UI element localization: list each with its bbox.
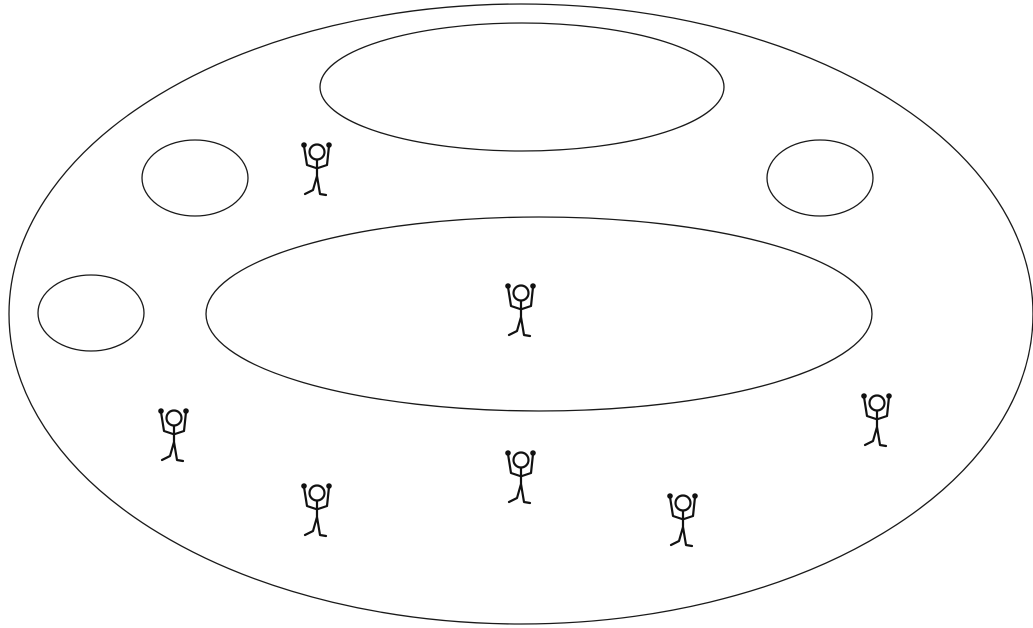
upper-right-small-ellipse [767, 140, 873, 216]
figures-layer [158, 142, 892, 546]
figure-head [310, 486, 325, 501]
figure-head [514, 286, 529, 301]
figure-left-hand [301, 142, 307, 148]
figure-right-hand [692, 493, 698, 499]
figure-right-hand [326, 142, 332, 148]
figure-head [514, 453, 529, 468]
figure-right-hand [530, 283, 536, 289]
stick-figure-bottom-right [667, 493, 698, 546]
figure-left-hand [301, 483, 307, 489]
stick-figure-upper-left [301, 142, 332, 195]
figure-left-hand [505, 283, 511, 289]
figure-head [870, 396, 885, 411]
figure-right-hand [326, 483, 332, 489]
figure-left-hand [505, 450, 511, 456]
figure-left-hand [158, 408, 164, 414]
stick-figure-bottom-left [301, 483, 332, 536]
figure-right-hand [886, 393, 892, 399]
figure-head [676, 496, 691, 511]
figure-left-hand [667, 493, 673, 499]
figure-head [310, 145, 325, 160]
figure-head [167, 411, 182, 426]
stick-figure-lower-right [861, 393, 892, 446]
central-large-ellipse [206, 217, 872, 411]
stick-figure-center [505, 283, 536, 336]
figure-right-hand [183, 408, 189, 414]
stick-figure-lower-left [158, 408, 189, 461]
figure-left-hand [861, 393, 867, 399]
stick-figure-bottom-center [505, 450, 536, 503]
left-small-ellipse [38, 275, 144, 351]
top-large-ellipse [320, 23, 724, 151]
figure-right-hand [530, 450, 536, 456]
upper-left-small-ellipse [142, 140, 248, 216]
